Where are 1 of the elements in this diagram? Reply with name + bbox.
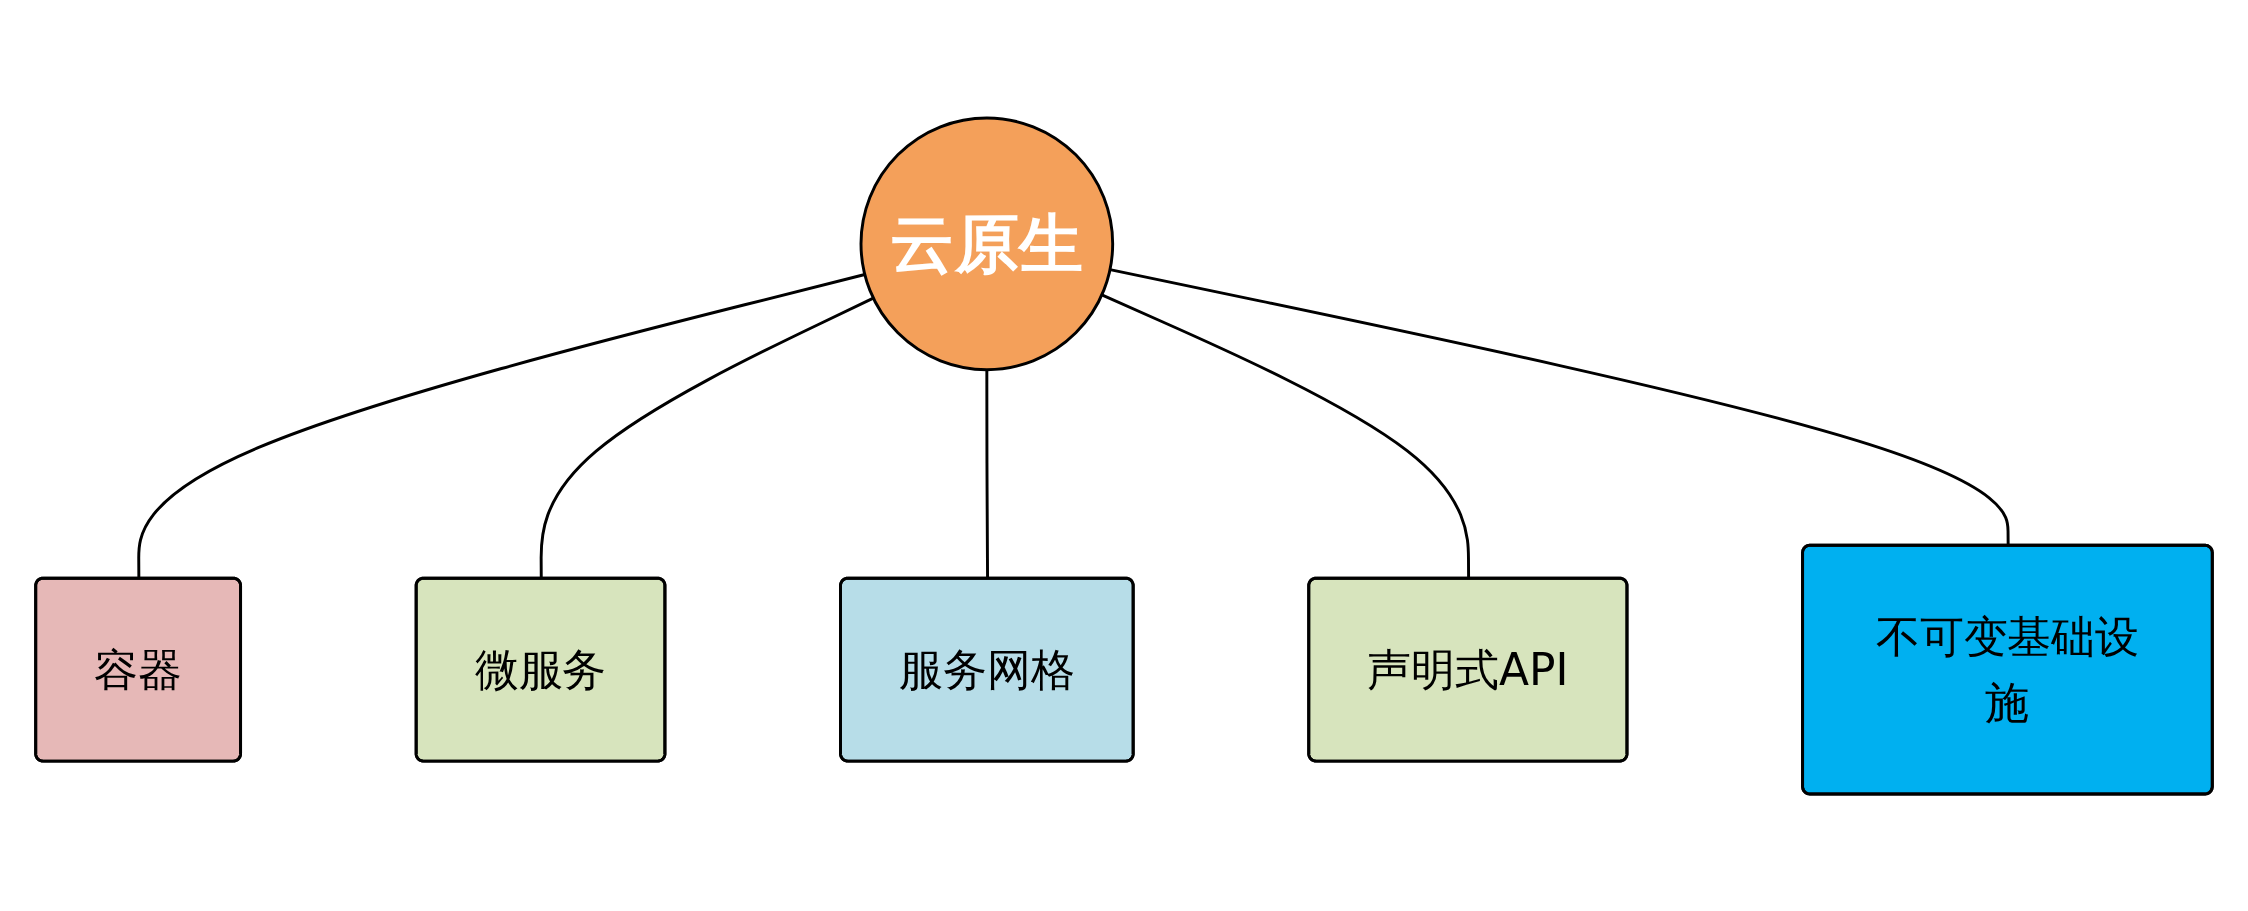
node-circle: 云原生 (859, 116, 1115, 371)
